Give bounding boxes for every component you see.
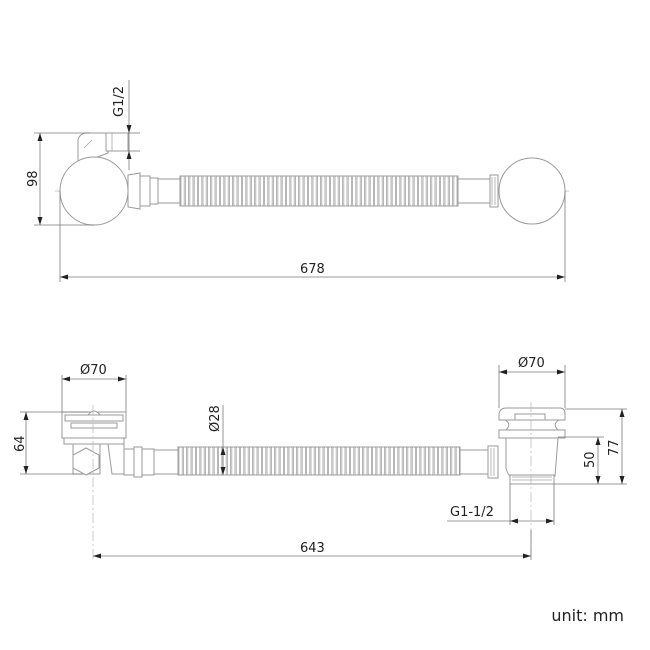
label-height-64: 64: [13, 435, 28, 452]
label-thread-g12: G1/2: [112, 86, 127, 117]
label-left-diameter: Ø70: [80, 363, 107, 378]
top-view: G1/2 98 678: [26, 80, 572, 282]
right-overflow-disc: [498, 157, 566, 225]
label-height-50: 50: [583, 451, 598, 468]
knurled-nut-side: [487, 445, 499, 479]
hose-connector-left: [127, 172, 181, 210]
left-waste-head: [61, 410, 127, 476]
label-height-98: 98: [26, 170, 41, 187]
label-right-diameter: Ø70: [518, 356, 545, 371]
label-outlet-thread: G1-1/2: [450, 505, 494, 520]
side-view: Ø70 64 Ø28 Ø70 77 50: [13, 356, 627, 560]
corrugated-hose-side: [177, 446, 461, 476]
label-hose-diameter: Ø28: [208, 405, 223, 432]
overflow-elbow: [77, 132, 129, 166]
label-height-77: 77: [607, 439, 622, 456]
corrugated-hose-top: [179, 175, 459, 207]
label-length-643: 643: [300, 541, 325, 556]
right-waste-head: [498, 407, 566, 485]
label-length-678: 678: [300, 262, 325, 277]
left-waste-disc: [59, 156, 129, 226]
knurled-nut-top: [489, 174, 499, 208]
unit-label: unit: mm: [551, 606, 624, 625]
